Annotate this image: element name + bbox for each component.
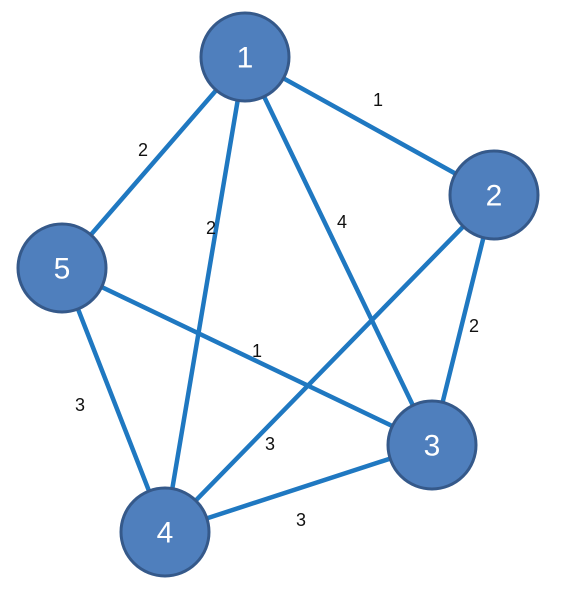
- node-label-3: 3: [424, 430, 441, 463]
- edge-weight-1-5: 2: [138, 140, 148, 160]
- edge-weight-2-4: 3: [265, 434, 275, 454]
- edge-1-2: [242, 54, 497, 198]
- edge-1-5: [59, 54, 248, 271]
- edge-weight-2-3: 2: [469, 316, 479, 336]
- edge-5-4: [59, 265, 168, 535]
- node-circle-2: [448, 149, 540, 241]
- node-1: 1: [199, 11, 291, 103]
- edge-1-4: [162, 54, 248, 535]
- edge-weight-1-4: 2: [206, 218, 216, 238]
- edge-4-3: [162, 442, 435, 535]
- edge-1-3: [242, 54, 435, 448]
- edge-weight-4-3: 3: [296, 510, 306, 530]
- node-circle-5: [16, 222, 108, 314]
- edge-weight-5-3: 1: [252, 341, 262, 361]
- node-label-4: 4: [157, 517, 174, 550]
- node-circle-3: [386, 399, 478, 491]
- nodes-layer: 1 2 3 4 5: [16, 11, 540, 578]
- node-label-2: 2: [486, 180, 503, 213]
- edge-2-4: [162, 192, 497, 535]
- node-circle-4: [119, 486, 211, 578]
- edge-weights-layer: 1 2 2 4 2 3 1 3 3: [75, 90, 479, 530]
- edge-weight-1-3: 4: [337, 212, 347, 232]
- edge-5-3: [59, 265, 435, 448]
- node-2: 2: [448, 149, 540, 241]
- node-circle-1: [199, 11, 291, 103]
- edges-layer: [59, 54, 497, 535]
- node-4: 4: [119, 486, 211, 578]
- node-label-5: 5: [54, 253, 71, 286]
- node-5: 5: [16, 222, 108, 314]
- node-3: 3: [386, 399, 478, 491]
- edge-weight-5-4: 3: [75, 395, 85, 415]
- edge-weight-1-2: 1: [373, 90, 383, 110]
- node-label-1: 1: [237, 42, 254, 75]
